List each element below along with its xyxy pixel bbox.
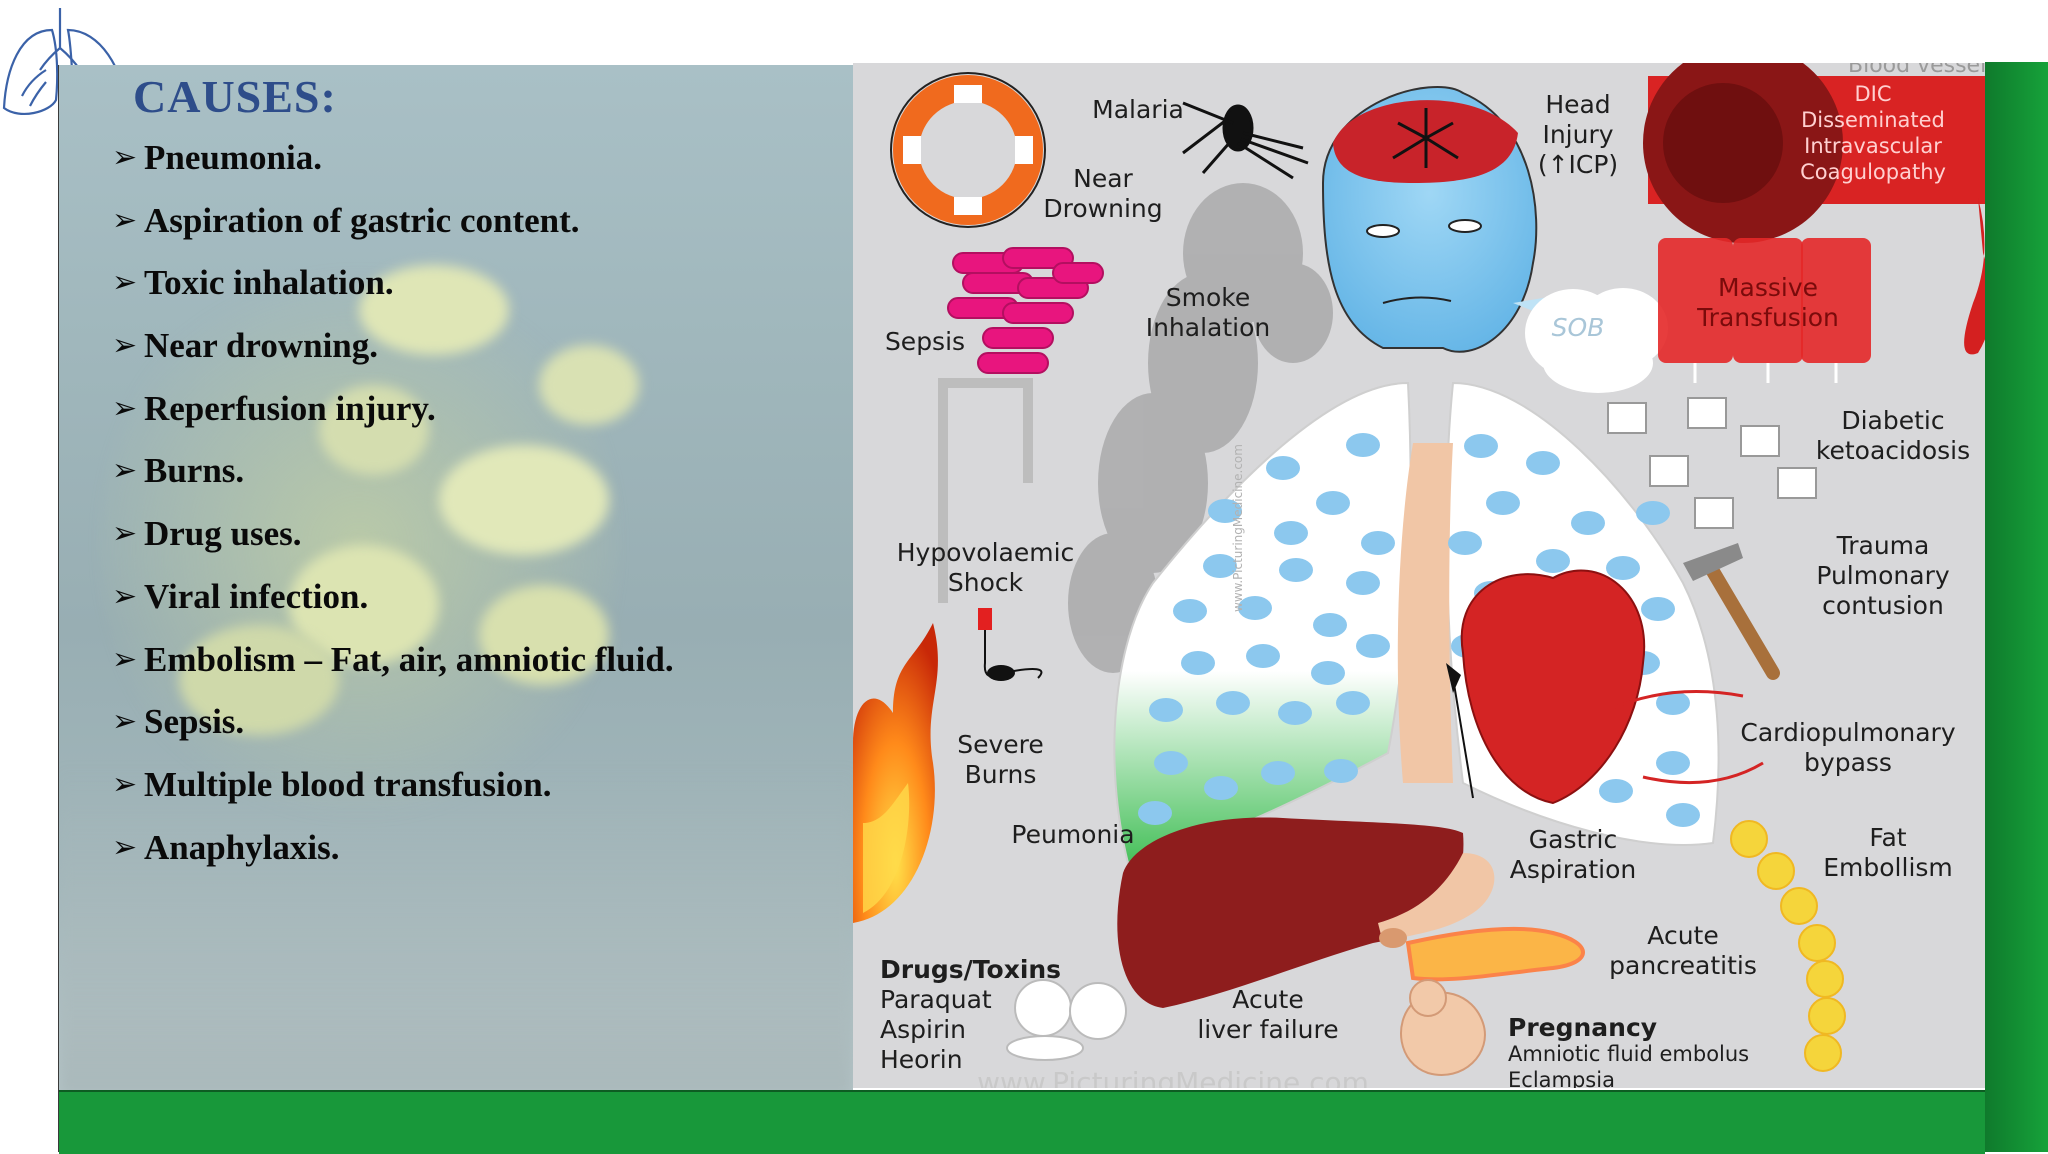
cause-text: Multiple blood transfusion. [144,764,552,804]
label-near-drowning: Near Drowning [1043,164,1163,223]
cause-item: ➢Toxic inhalation. [112,263,674,326]
cause-text: Drug uses. [144,514,302,554]
cause-text: Near drowning. [144,326,379,366]
liver-icon [1117,817,1495,1008]
causes-title: CAUSES: [133,71,337,122]
arrow-bullet-icon: ➢ [112,140,138,175]
label-head-injury: Head Injury (↑ICP) [1537,90,1619,179]
side-watermark: www.PicturingMedicine.com [1231,444,1245,612]
cause-item: ➢Anaphylaxis. [112,828,674,891]
fat-droplets-icon [1730,820,1846,1072]
heart-icon [1446,569,1764,805]
bottom-accent-bar [59,1090,1985,1154]
cause-item: ➢Pneumonia. [112,138,674,201]
arrow-bullet-icon: ➢ [112,704,138,740]
cause-text: Pneumonia. [144,138,322,177]
label-trauma: Trauma Pulmonary contusion [1816,531,1950,620]
fire-icon [853,623,938,923]
arrow-bullet-icon: ➢ [112,516,138,552]
label-fat-embolism: Fat Embollism [1823,823,1953,882]
arrow-bullet-icon: ➢ [112,453,138,489]
arrow-bullet-icon: ➢ [112,578,138,614]
causes-list: ➢Pneumonia.➢Aspiration of gastric conten… [112,138,674,890]
cause-item: ➢Sepsis. [112,702,674,765]
right-accent-bar [1985,62,2048,1152]
cause-text: Burns. [144,451,245,491]
smoke-illustration [1068,183,1333,673]
cause-text: Aspiration of gastric content. [144,200,580,240]
label-massive-transfusion: Massive Transfusion [1697,273,1839,332]
head-illustration [1321,86,1538,353]
bacteria-icon [947,247,1104,374]
hammer-icon [1683,543,1780,680]
pills-icon [1006,979,1127,1061]
arrow-bullet-icon: ➢ [112,328,138,364]
cause-text: Toxic inhalation. [144,263,394,303]
arrow-bullet-icon: ➢ [112,202,138,238]
label-drugs-list: Paraquat Aspirin Heorin [880,985,992,1074]
label-acute-liver-failure: Acute liver failure [1197,985,1339,1044]
label-sepsis: Sepsis [884,327,966,356]
label-drugs-title: Drugs/Toxins [880,955,1062,984]
blood-bags-icon [1658,238,1871,383]
watermark: www.PicturingMedicine.com [977,1066,1369,1089]
cause-text: Anaphylaxis. [144,827,340,867]
pancreas-icon [1405,926,1585,982]
fetus-icon [1400,979,1486,1076]
label-malaria: Malaria [1092,95,1184,124]
arrow-bullet-icon: ➢ [112,265,138,301]
cause-item: ➢Multiple blood transfusion. [112,765,674,828]
left-rule [58,65,59,1152]
life-ring-icon [890,72,1046,228]
label-hypovolaemic-shock: Hypovolaemic Shock [896,538,1075,597]
diagram-illustration [853,63,1985,1076]
sob-cloud [1513,288,1668,393]
ards-causes-diagram: Blood vessel Malaria Near Drowning Head … [853,63,1985,1088]
label-pregnancy-list: Amniotic fluid embolus Eclampsia [1508,1042,1750,1088]
cause-item: ➢Near drowning. [112,326,674,389]
cause-item: ➢Aspiration of gastric content. [112,201,674,264]
label-acute-pancreatitis: Acute pancreatitis [1609,921,1757,980]
label-smoke-inhalation: Smoke Inhalation [1145,283,1271,342]
cause-text: Viral infection. [144,576,369,616]
label-blood-vessel: Blood vessel [1848,63,1985,78]
cause-text: Sepsis. [144,702,245,742]
iv-stand-icon [938,378,1033,603]
cause-item: ➢Burns. [112,451,674,514]
arrow-bullet-icon: ➢ [112,766,138,802]
mosquito-icon [1182,101,1309,180]
iv-line-icon [978,608,1043,681]
label-sob: SOB [1551,313,1605,342]
cause-text: Embolism – Fat, air, amniotic fluid. [144,639,674,679]
label-gastric-aspiration: Gastric Aspiration [1509,825,1637,884]
cause-item: ➢Drug uses. [112,514,674,577]
label-severe-burns: Severe Burns [957,730,1044,789]
label-dic: DIC Disseminated Intravascular Coagulopa… [1800,82,1946,184]
dic-box [1643,63,1985,355]
sugar-cubes-icon [1607,397,1817,529]
arrow-bullet-icon: ➢ [112,641,138,677]
label-diabetic-ketoacidosis: Diabetic ketoacidosis [1815,406,1971,465]
background-image-panel [59,65,853,1090]
label-cardiopulmonary-bypass: Cardiopulmonary bypass [1740,718,1956,777]
cause-item: ➢Embolism – Fat, air, amniotic fluid. [112,640,674,703]
arrow-bullet-icon: ➢ [112,829,138,865]
arrow-bullet-icon: ➢ [112,390,138,426]
cause-item: ➢Viral infection. [112,577,674,640]
label-pregnancy-title: Pregnancy [1508,1013,1658,1042]
cause-text: Reperfusion injury. [144,388,436,428]
label-peumonia: Peumonia [1011,820,1135,849]
cause-item: ➢Reperfusion injury. [112,389,674,452]
